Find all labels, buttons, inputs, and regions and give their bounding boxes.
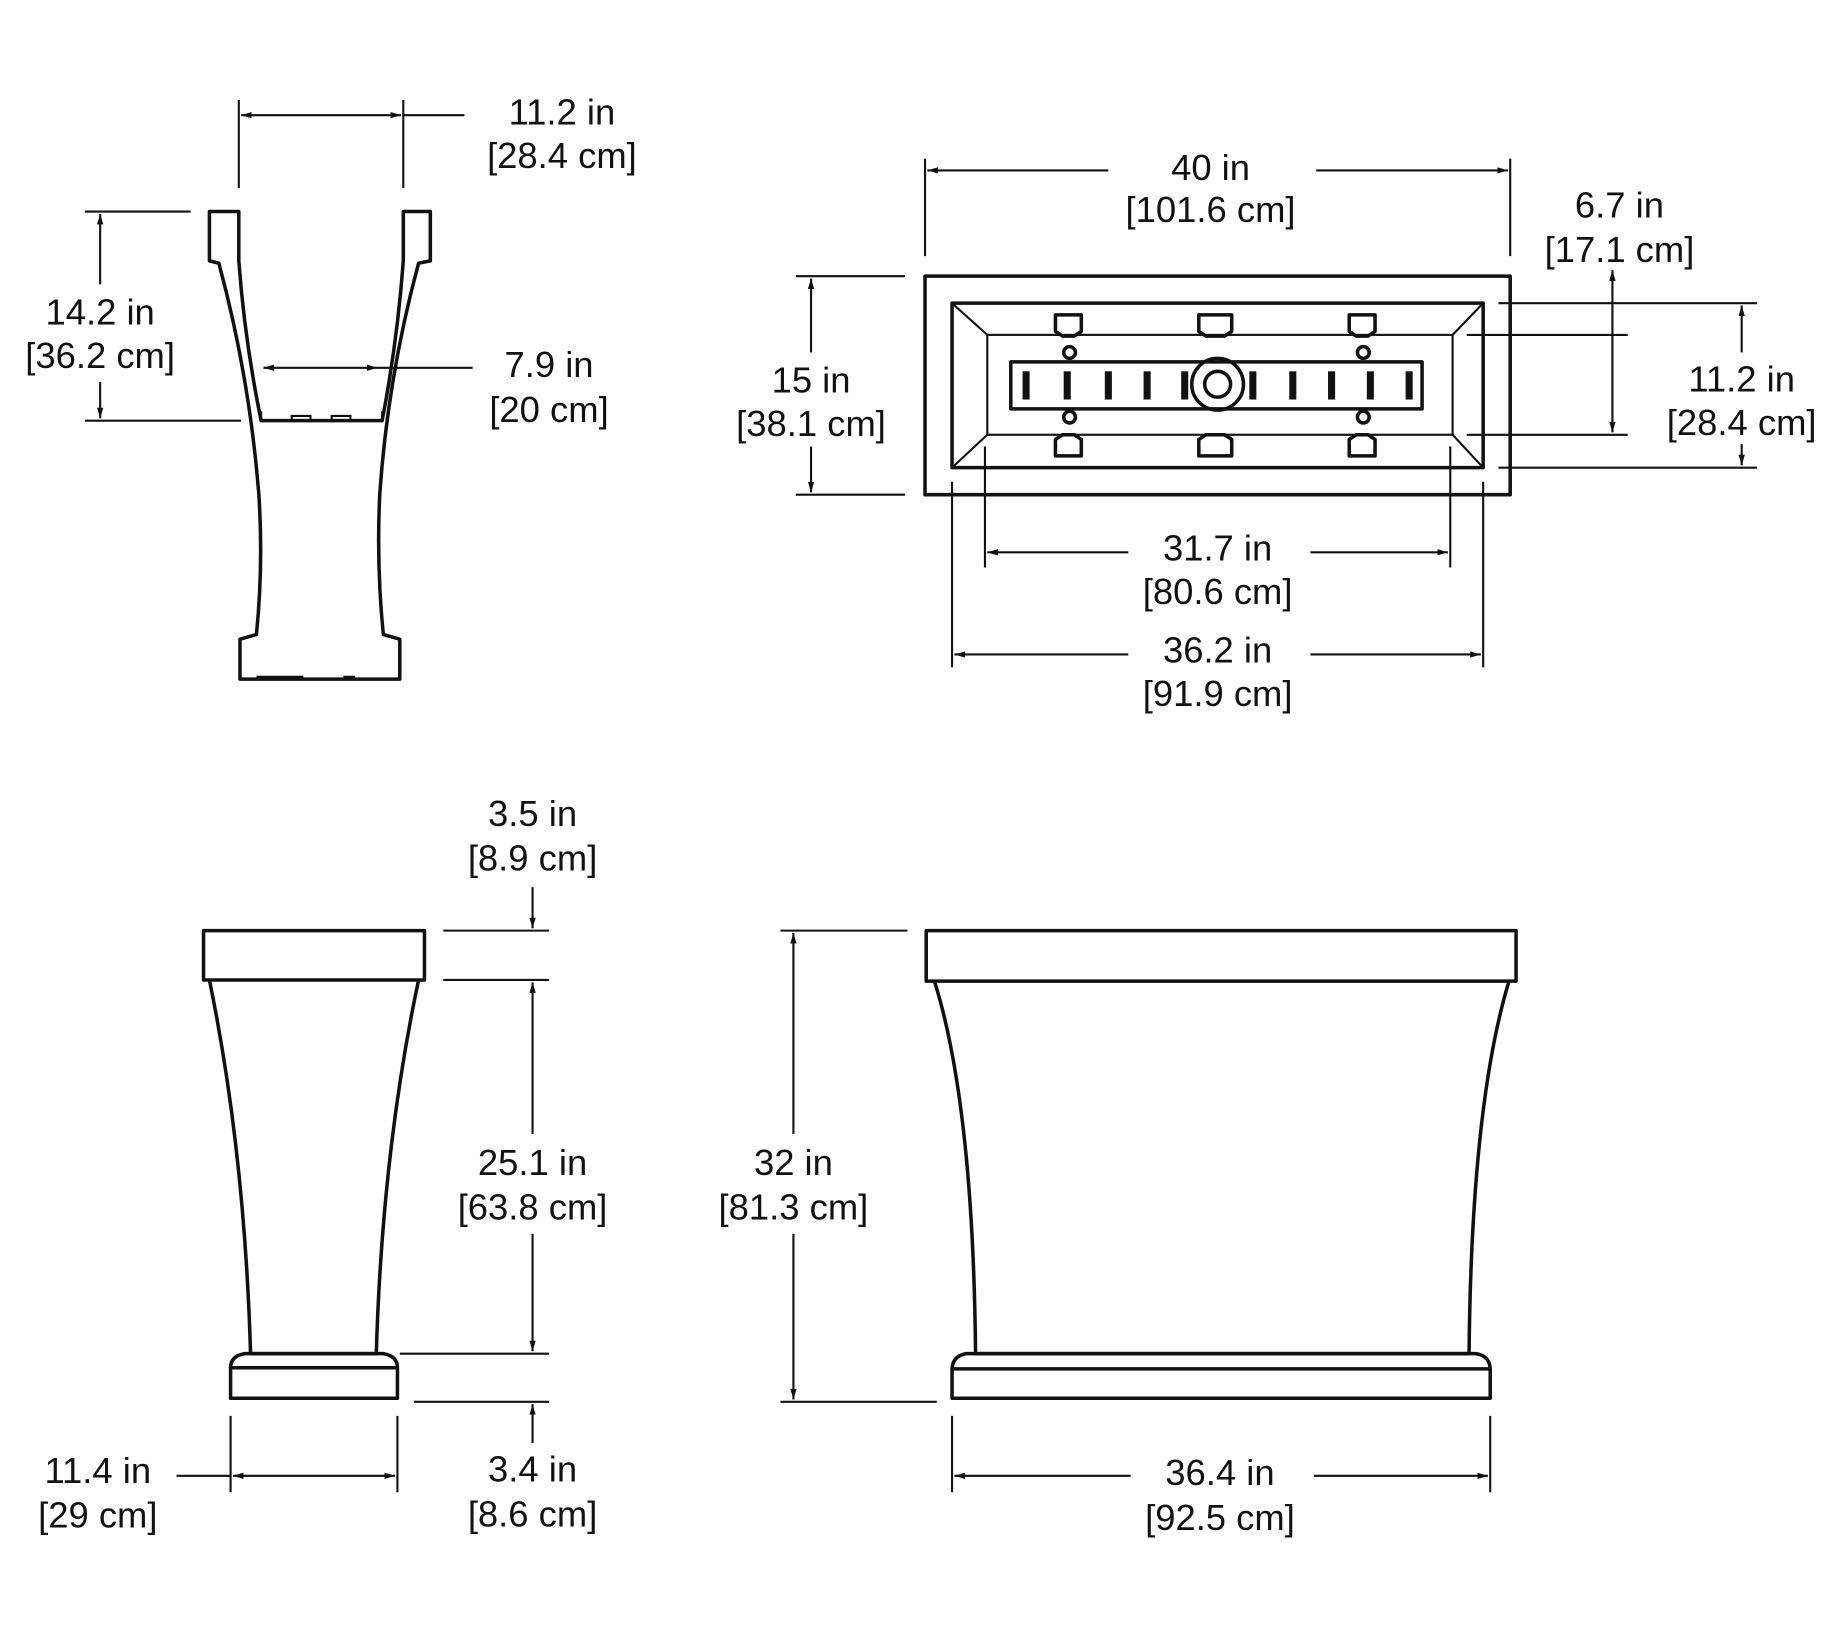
inner-length-in: 36.2 in (1163, 630, 1272, 671)
rim-height-in: 3.5 in (488, 793, 577, 834)
inner-length-cm: [91.9 cm] (1143, 673, 1293, 714)
side-width-cm: [28.4 cm] (487, 135, 637, 176)
base-height-cm: [8.6 cm] (468, 1493, 597, 1534)
section-outline (207, 209, 433, 681)
side-depth-in: 14.2 in (45, 291, 154, 332)
inset-in: 6.7 in (1575, 184, 1664, 225)
front-rim (924, 928, 1518, 983)
length-cm: [101.6 cm] (1126, 189, 1296, 230)
inner-width-cm: [28.4 cm] (1667, 402, 1817, 443)
body-height-cm: [63.8 cm] (458, 1187, 608, 1228)
front-base (950, 1351, 1492, 1401)
front-view: 32 in [81.3 cm] 36.4 in [92.5 cm] (719, 928, 1518, 1538)
rim-height-cm: [8.9 cm] (468, 838, 597, 879)
front-body (932, 980, 1511, 1356)
overall-height-cm: [81.3 cm] (719, 1187, 869, 1228)
end-body (207, 979, 421, 1356)
side-inner-cm: [20 cm] (489, 389, 608, 430)
side-section-view: 11.2 in [28.4 cm] 14.2 in [36.2 cm] 7.9 … (25, 92, 637, 681)
width-in: 15 in (772, 359, 851, 400)
front-base-cm: [92.5 cm] (1145, 1497, 1295, 1538)
base-height-in: 3.4 in (488, 1449, 577, 1490)
floor-length-in: 31.7 in (1163, 527, 1272, 568)
side-width-in: 11.2 in (509, 92, 616, 133)
end-view: 3.5 in [8.9 cm] 25.1 in [63.8 cm] 11.4 i… (38, 793, 607, 1535)
side-inner-in: 7.9 in (504, 344, 593, 385)
width-cm: [38.1 cm] (736, 403, 886, 444)
length-in: 40 in (1171, 147, 1250, 188)
base-width-in: 11.4 in (44, 1450, 151, 1491)
end-rim (201, 928, 427, 982)
overall-height-in: 32 in (754, 1142, 833, 1183)
base-width-cm: [29 cm] (38, 1495, 157, 1536)
side-depth-cm: [36.2 cm] (25, 335, 175, 376)
inner-opening (950, 301, 1485, 470)
inset-cm: [17.1 cm] (1545, 229, 1695, 270)
end-base (228, 1351, 400, 1401)
drain-icon (1189, 356, 1246, 412)
support-feet (1053, 313, 1377, 458)
top-view: 40 in [101.6 cm] 6.7 in [17.1 cm] 15 in … (736, 147, 1816, 714)
floor-length-cm: [80.6 cm] (1143, 571, 1293, 612)
outer-rim (923, 274, 1512, 497)
drain-channel (1009, 360, 1424, 411)
inner-width-in: 11.2 in (1688, 358, 1795, 399)
body-height-in: 25.1 in (478, 1142, 587, 1183)
front-base-in: 36.4 in (1165, 1452, 1274, 1493)
